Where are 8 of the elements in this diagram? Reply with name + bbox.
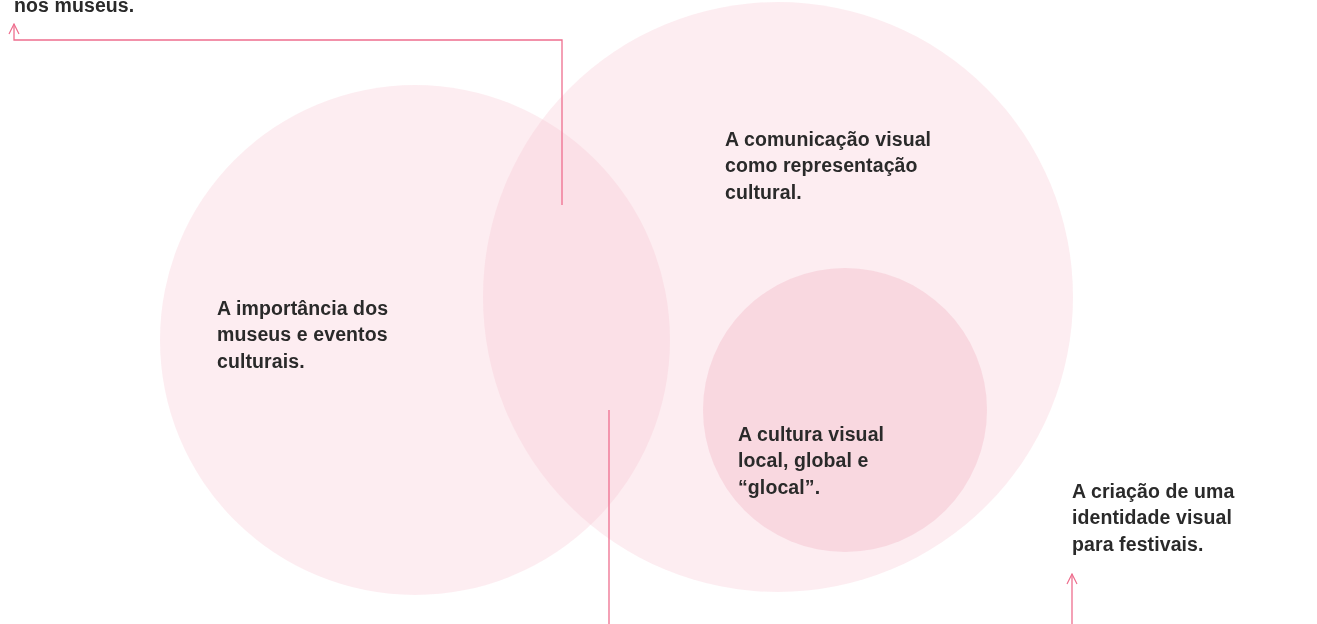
circle-label: A comunicação visual como representação cultural. [725,127,933,205]
arrow [8,23,563,206]
topic-text: A criação de uma identidade visual para festivais. [1072,479,1236,557]
topic-text: nos museus. [14,0,136,18]
circle-label: A cultura visual local, global e “glocal”. [738,422,886,500]
arrow [1066,573,1078,624]
circle-label: A importância dos museus e eventos culturais. [217,296,390,374]
connector-line [608,409,610,624]
